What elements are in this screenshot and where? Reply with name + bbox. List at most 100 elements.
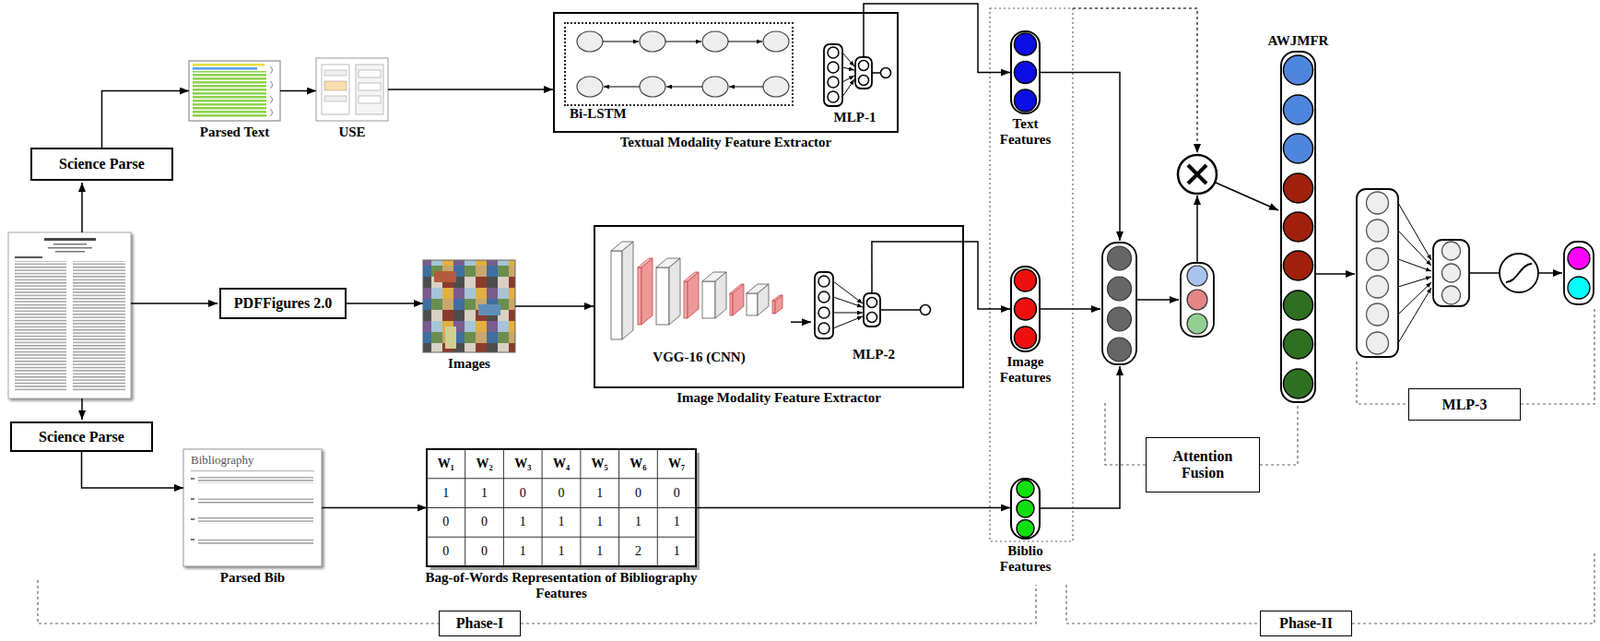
- flow-arrow: [102, 91, 190, 149]
- output-vector: [1564, 241, 1594, 305]
- concat-vector: [1107, 276, 1132, 301]
- flow-arrow: [346, 302, 424, 305]
- table-cell: 1: [596, 515, 603, 530]
- mlp-layers: [880, 308, 920, 311]
- node-label: Textual Modality Feature Extractor: [620, 134, 833, 151]
- mlp-layers: [827, 91, 839, 103]
- mlp-layers: [1442, 285, 1461, 305]
- bilstm-cells: [639, 76, 666, 97]
- layout-arrow: [1040, 307, 1101, 310]
- output-vector: [1564, 241, 1594, 305]
- bilstm-cells: [603, 85, 640, 87]
- paper-page: [8, 232, 131, 399]
- bibliography-page: [190, 470, 315, 471]
- mlp-layers: [1398, 202, 1432, 343]
- use-model-image: [324, 81, 347, 91]
- mlp-layers: [863, 293, 881, 327]
- awjmfr-circles: [1283, 250, 1314, 281]
- vgg-cnn-layers: [732, 283, 744, 316]
- mlp-layers: [858, 60, 870, 86]
- mlp-layers: [833, 269, 920, 329]
- paper-page: [72, 260, 126, 391]
- node-label: Images: [447, 355, 491, 372]
- flow-arrow: [280, 90, 317, 93]
- table-cell: 0: [481, 515, 488, 530]
- node-label: Parsed Bib: [220, 569, 285, 586]
- feature-vector-circles: [1014, 89, 1037, 112]
- mlp-layers: [1366, 303, 1389, 326]
- feature-vector-circles: [1014, 61, 1037, 84]
- multiply-symbol: [1177, 154, 1217, 194]
- feature-vector-circles: [1014, 33, 1037, 56]
- mlp-layers: [1398, 276, 1432, 287]
- flow-arrow: [82, 451, 185, 488]
- mlp-layers: [1398, 282, 1432, 315]
- vgg-cnn-layers: [641, 258, 653, 325]
- vgg-cnn-layers: [702, 281, 716, 318]
- mlp-layers: [842, 67, 855, 71]
- bilstm-cells: [702, 31, 729, 52]
- bilstm-cells: [763, 31, 789, 52]
- table-cell: 0: [442, 543, 449, 558]
- awjmfr-circles: [1283, 368, 1314, 399]
- attention-vector: [1187, 313, 1208, 334]
- vgg-cnn-layers: [687, 271, 699, 318]
- vgg-cnn-layers: [656, 267, 670, 325]
- bibliography-page: [190, 497, 195, 500]
- mlp-layers: [818, 275, 830, 287]
- table-cell: 0: [481, 543, 488, 558]
- table-cell: 0: [442, 515, 449, 530]
- mlp-block: MLP-2: [811, 269, 937, 343]
- mlp-layers: [842, 52, 855, 67]
- flow-arrow: [863, 3, 1011, 73]
- use-model-image: [321, 64, 350, 115]
- mlp-layers: [818, 275, 830, 334]
- mlp-layers: [1398, 258, 1432, 271]
- node-label: Science Parse: [58, 155, 145, 173]
- bilstm-cells: [602, 40, 639, 42]
- dashed-bracket: [1066, 552, 1595, 624]
- layout-arrow: [81, 182, 83, 233]
- use-model-image: [358, 70, 381, 78]
- bibliography-page: [198, 496, 314, 504]
- sigmoid-symbol: [1499, 253, 1539, 293]
- mlp-layers: [823, 44, 843, 106]
- mlp-layers: [867, 297, 878, 308]
- vgg-cnn-layers: [622, 241, 634, 340]
- bilstm-cells: [576, 31, 789, 97]
- table-cell: 1: [519, 515, 527, 530]
- layout-arrow: [82, 182, 218, 420]
- mlp-layers: [1366, 191, 1389, 214]
- image-panel: BibliographyParsed Bib: [183, 448, 322, 566]
- paper-page: [14, 260, 67, 391]
- table-cell: 1: [519, 543, 527, 558]
- concat-vector: [1102, 242, 1137, 365]
- mlp-layers: [1366, 247, 1389, 271]
- concat-vector: [1107, 306, 1132, 331]
- feature-vector-circles: [1014, 326, 1037, 349]
- image-panel: Parsed Text: [188, 60, 281, 121]
- bilstm-cells: [576, 31, 603, 52]
- mlp-layers: [858, 60, 870, 71]
- mlp-layers: [814, 269, 931, 339]
- sigmoid-symbol: [1505, 263, 1532, 283]
- dotted-box: Bi-LSTM: [564, 22, 794, 106]
- mlp-layers: [823, 44, 892, 106]
- use-model-image: [316, 58, 389, 121]
- table-cell: 1: [558, 543, 565, 558]
- attention-vector: [1180, 262, 1214, 337]
- vgg-cnn-layers: [611, 250, 623, 340]
- bilstm-cells: [602, 41, 764, 87]
- connector-group: [82, 3, 1012, 508]
- feature-vector-circles: [1014, 297, 1037, 320]
- mlp-layers: [862, 44, 865, 58]
- vgg-cnn-layers: [746, 293, 758, 316]
- mlp-block: MLP-1: [815, 44, 895, 106]
- parsed-text-image: [188, 60, 281, 121]
- use-model-image: [324, 70, 347, 76]
- mlp-layers: [1442, 263, 1461, 283]
- node-label: Bi-LSTM: [569, 105, 627, 122]
- awjmfr-circles: [1283, 329, 1314, 359]
- mlp-layers: [855, 57, 872, 89]
- table-cell: 2: [635, 543, 642, 558]
